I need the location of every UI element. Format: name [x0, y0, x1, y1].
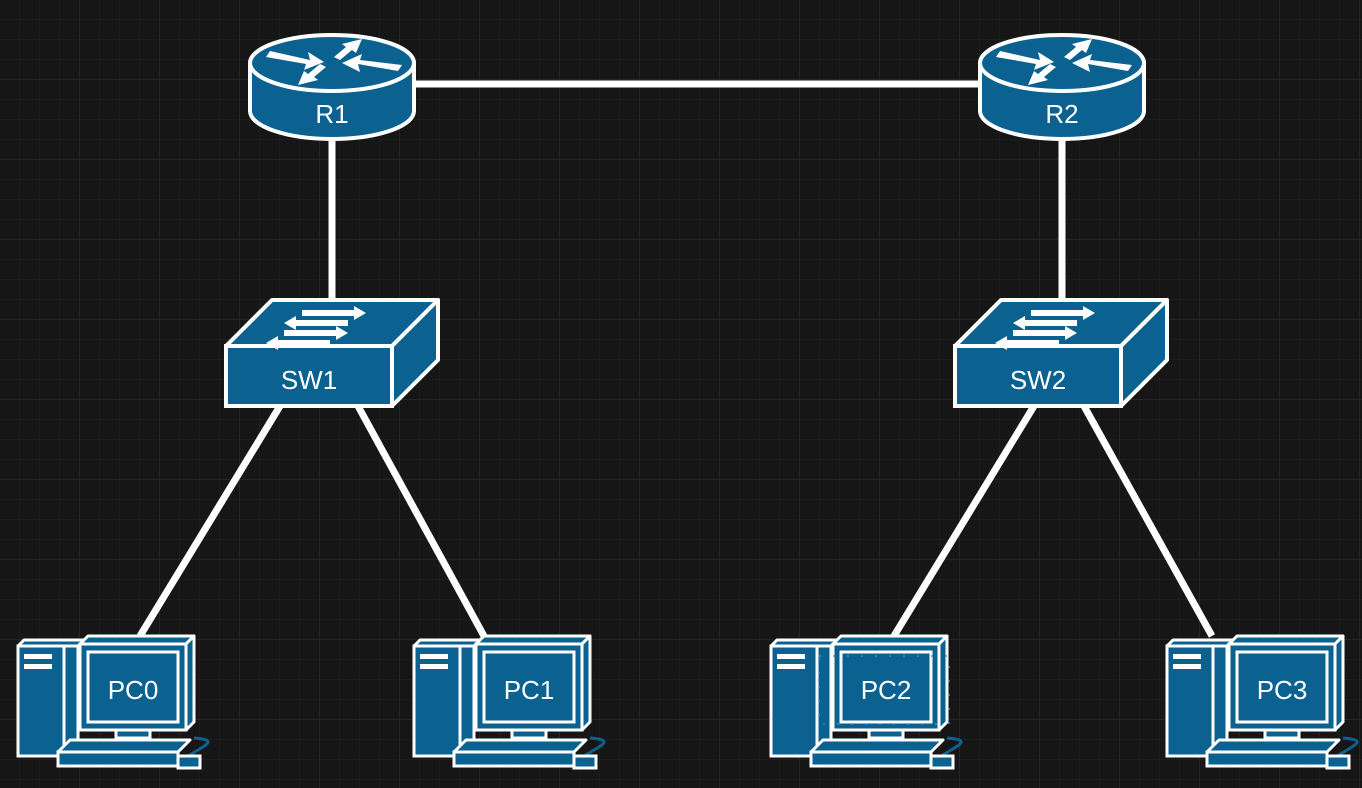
router-r2-label: R2 — [1045, 99, 1078, 129]
pc-pc0-label: PC0 — [108, 675, 159, 705]
switch-sw1[interactable]: SW1 — [224, 298, 440, 408]
link-sw1-pc1[interactable] — [354, 404, 488, 638]
pc-pc2[interactable]: PC2 — [769, 634, 963, 770]
pc-pc3[interactable]: PC3 — [1165, 634, 1359, 770]
link-sw1-pc0[interactable] — [137, 404, 283, 638]
pc-pc1[interactable]: PC1 — [412, 634, 606, 770]
link-sw2-pc3[interactable] — [1080, 404, 1216, 638]
router-r1[interactable]: R1 — [248, 33, 416, 141]
pc-pc3-label: PC3 — [1257, 675, 1308, 705]
switch-sw2-label: SW2 — [1010, 365, 1066, 395]
router-r2[interactable]: R2 — [978, 33, 1146, 141]
pc-pc0[interactable]: PC0 — [16, 634, 210, 770]
link-sw2-pc2[interactable] — [891, 404, 1037, 638]
pc-pc1-label: PC1 — [504, 675, 555, 705]
switch-sw2[interactable]: SW2 — [953, 298, 1169, 408]
switch-sw1-label: SW1 — [281, 365, 337, 395]
pc-pc2-label: PC2 — [861, 675, 912, 705]
router-r1-label: R1 — [315, 99, 348, 129]
links-layer — [137, 80, 1216, 638]
